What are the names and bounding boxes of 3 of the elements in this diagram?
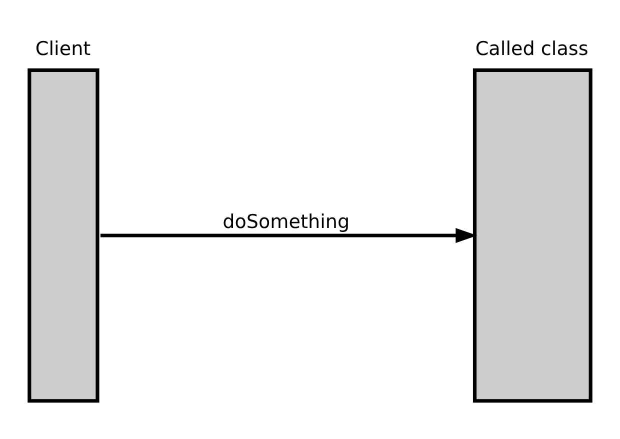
node-label: Client <box>35 36 91 60</box>
edge-label: doSomething <box>222 210 350 233</box>
node-label: Called class <box>475 36 588 60</box>
